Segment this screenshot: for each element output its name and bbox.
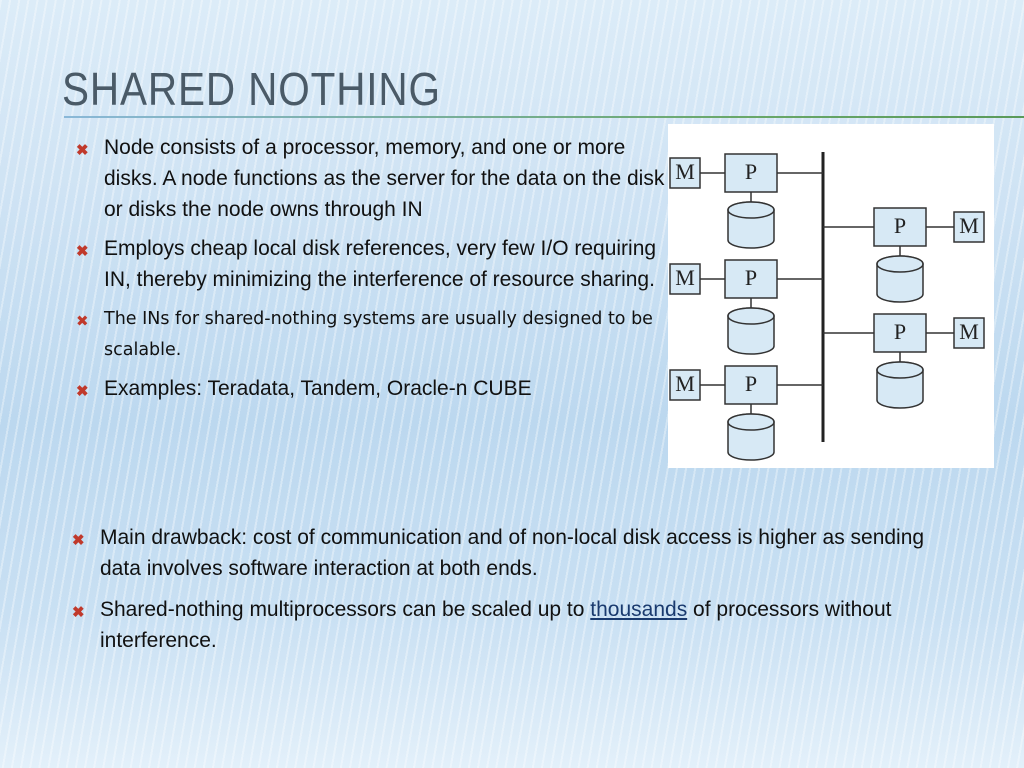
bullet-item: ✖ Main drawback: cost of communication a… (64, 522, 964, 584)
processor-box-label: P (745, 159, 757, 184)
memory-box (953, 317, 985, 349)
cross-mark-icon: ✖ (76, 142, 89, 159)
highlight-thousands: thousands (590, 598, 688, 621)
slide-title: SHARED NOTHING (62, 63, 441, 115)
top-bullet-list: ✖ Node consists of a processor, memory, … (68, 132, 668, 412)
bullet-text-end: of processors without interference. (100, 598, 892, 652)
bottom-bullet-list: ✖ Main drawback: cost of communication a… (64, 522, 964, 666)
bullet-text: Examples: Teradata, Tandem, Oracle-n CUB… (104, 377, 532, 400)
disk-top (727, 307, 775, 325)
memory-box (669, 369, 701, 401)
bullet-text-start: Shared-nothing multiprocessors can be sc… (100, 598, 591, 621)
bullet-text: The INs for shared-nothing systems are u… (104, 309, 653, 360)
memory-box-label: M (675, 159, 695, 184)
memory-box-label: M (959, 319, 979, 344)
cross-mark-icon: ✖ (72, 604, 85, 621)
processor-box (724, 365, 778, 405)
disk-top (727, 201, 775, 219)
disk-top (876, 255, 924, 273)
processor-box-label: P (745, 265, 757, 290)
disk-top (876, 361, 924, 379)
memory-box-label: M (959, 213, 979, 238)
memory-box (669, 263, 701, 295)
memory-box-label: M (675, 371, 695, 396)
cross-mark-icon: ✖ (72, 532, 85, 549)
memory-box (953, 211, 985, 243)
bullet-item: ✖ Examples: Teradata, Tandem, Oracle-n C… (68, 373, 668, 404)
bullet-text: Employs cheap local disk references, ver… (104, 237, 657, 291)
title-divider (64, 116, 1024, 118)
cross-mark-icon: ✖ (76, 243, 89, 260)
disk-top (727, 413, 775, 431)
bullet-item: ✖ Shared-nothing multiprocessors can be … (64, 594, 964, 656)
bullet-text: Node consists of a processor, memory, an… (104, 136, 665, 221)
bullet-text: Main drawback: cost of communication and… (100, 526, 925, 580)
processor-box-label: P (745, 371, 757, 396)
architecture-diagram-svg: M P M P M P P M P M (669, 152, 985, 461)
processor-box-label: P (894, 213, 906, 238)
memory-box-label: M (675, 265, 695, 290)
cross-mark-icon: ✖ (76, 383, 89, 400)
cross-mark-icon: ✖ (76, 312, 89, 330)
processor-box-label: P (894, 319, 906, 344)
bullet-item: ✖ Employs cheap local disk references, v… (68, 233, 668, 295)
bullet-item: ✖ Node consists of a processor, memory, … (68, 132, 668, 225)
processor-box (873, 313, 927, 353)
bullet-item: ✖ The INs for shared-nothing systems are… (68, 303, 668, 365)
shared-nothing-diagram: M P M P M P P M P M (668, 124, 994, 468)
